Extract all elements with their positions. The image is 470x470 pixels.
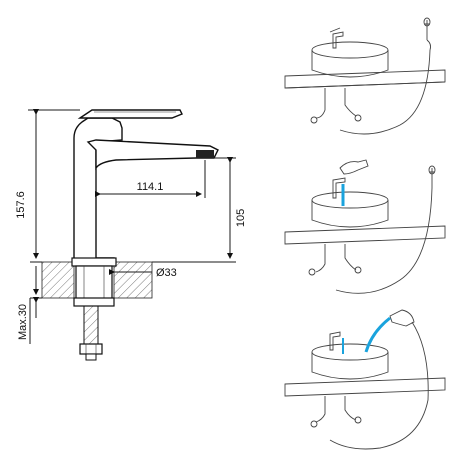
dim-height-total: 157.6 (15, 191, 27, 219)
faucet-body (73, 117, 123, 263)
countertop-right (113, 261, 153, 299)
mounting-nut (71, 257, 117, 267)
faucet-icon (329, 331, 341, 351)
countertop-left (41, 261, 75, 299)
dim-hole-diameter: Ø33 (156, 267, 177, 279)
hand-shower-icon (389, 309, 415, 327)
install-panel-3 (284, 309, 446, 450)
basin (311, 41, 389, 59)
shower-hose (329, 321, 429, 450)
install-panel-1 (284, 17, 446, 135)
faucet-handle (77, 109, 183, 119)
shower-hose (335, 187, 433, 294)
shower-hose (339, 49, 431, 135)
dim-max-thickness: Max.30 (17, 304, 29, 340)
install-panel-2 (284, 159, 446, 294)
faucet-dimension-drawing: 157.6 114.1 105 Ø33 Max.30 (15, 109, 247, 361)
basin (311, 343, 389, 361)
faucet-icon (332, 177, 346, 199)
dim-spout-height: 105 (235, 209, 247, 227)
supply-hose (83, 305, 99, 347)
hand-icon (339, 159, 369, 175)
dim-spout-reach: 114.1 (137, 181, 164, 193)
basin (311, 191, 389, 209)
faucet-spout (86, 139, 219, 171)
spray-stream (364, 316, 391, 353)
faucet-icon (332, 31, 344, 49)
